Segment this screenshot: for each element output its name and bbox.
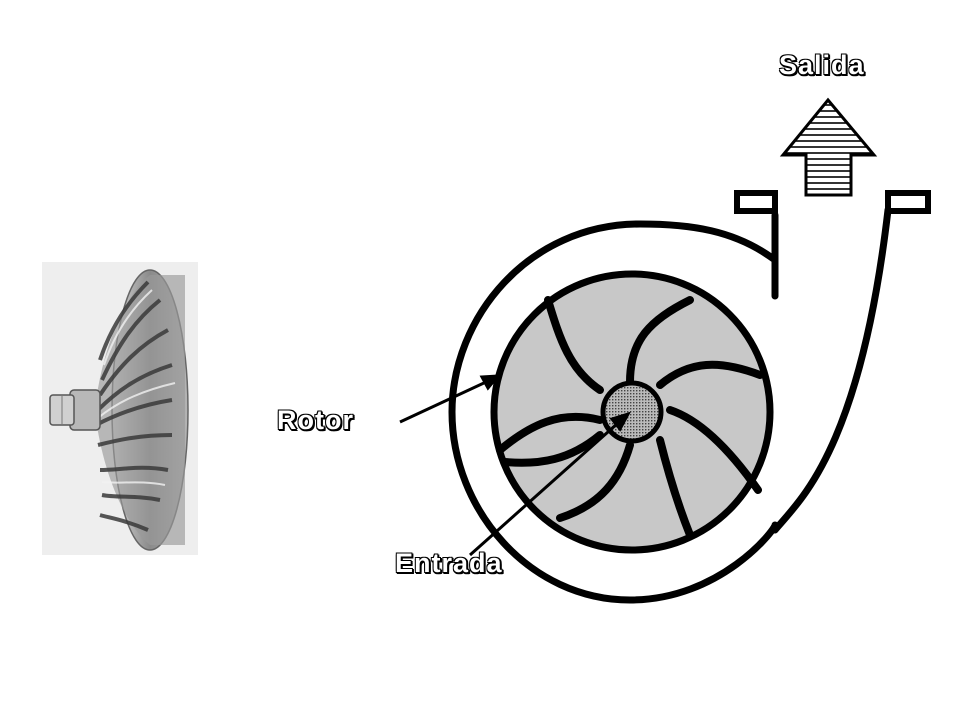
inlet-leader-line bbox=[469, 411, 632, 557]
impeller-blades bbox=[496, 296, 764, 539]
rotor-label: Rotor bbox=[277, 405, 354, 435]
volute-casing bbox=[448, 206, 892, 604]
outlet-flange-left bbox=[734, 190, 778, 214]
outlet-flange-right bbox=[885, 190, 931, 214]
impeller-photo bbox=[42, 262, 198, 555]
outlet-label: Salida bbox=[779, 50, 865, 80]
inlet-label: Entrada bbox=[395, 548, 503, 578]
outlet-arrow-icon bbox=[779, 97, 878, 197]
rotor-leader-line bbox=[399, 374, 502, 424]
rotor-eye bbox=[600, 380, 664, 444]
